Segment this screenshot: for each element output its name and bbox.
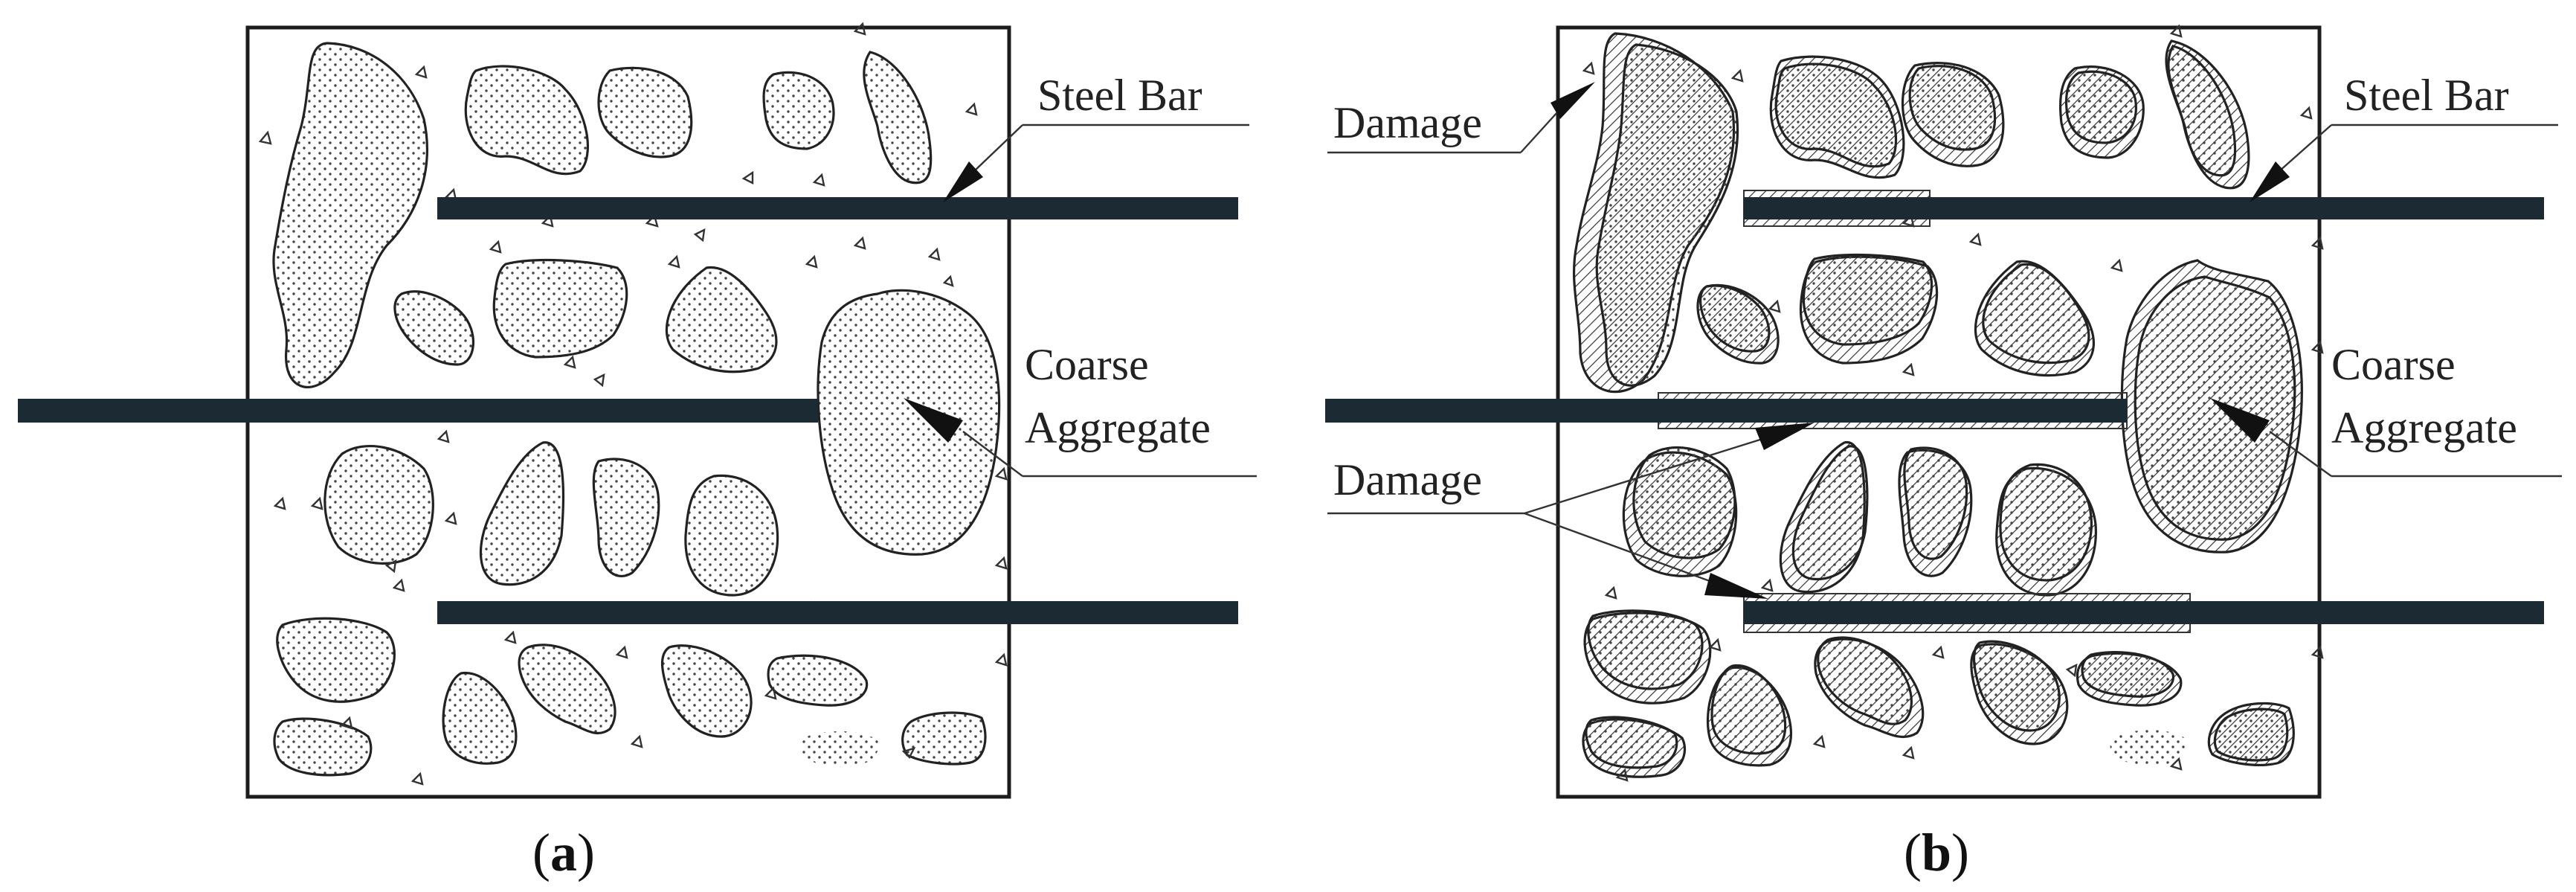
aggregate: [1710, 664, 1787, 755]
aggregate: [1908, 65, 1997, 151]
aggregate: [660, 644, 753, 738]
aggregate: [2081, 651, 2174, 698]
damage-label-top-b: Damage: [1333, 98, 1482, 147]
steel-bars-b: [1325, 190, 2544, 633]
aggregate: [1595, 43, 1739, 387]
aggregate: [1587, 609, 1704, 690]
aggregate: [592, 458, 660, 578]
aggregate: [272, 42, 428, 388]
aggregate: [901, 711, 987, 766]
pointer-arrowhead: [1551, 82, 1595, 119]
steel-bar-label-a: Steel Bar: [1037, 71, 1202, 120]
steel-bar-label-b: Steel Bar: [2344, 71, 2509, 120]
coarse-aggregates-a: [272, 42, 1001, 777]
aggregate: [2213, 707, 2289, 762]
aggregate: [1999, 463, 2093, 582]
damage-label-mid-b: Damage: [1333, 455, 1482, 504]
aggregate: [1585, 716, 1678, 769]
aggregate-faint: [2110, 730, 2186, 766]
callout-steel-bar-b: Steel Bar: [2250, 71, 2558, 202]
aggregate: [684, 474, 779, 597]
aggregate: [1982, 263, 2090, 365]
steel-bar-bottom-b: [1744, 601, 2544, 624]
aggregate: [518, 644, 616, 734]
callout-coarse-aggregate-a: Coarse Aggregate: [904, 340, 1257, 478]
pointer-arrowhead: [1704, 573, 1768, 599]
callout-coarse-aggregate-b: Coarse Aggregate: [2210, 340, 2562, 478]
steel-bar-top-b: [1744, 197, 2544, 219]
aggregate: [817, 289, 1001, 556]
panel-a: Steel Bar Coarse Aggregate (a): [18, 22, 1257, 882]
aggregate: [665, 266, 778, 373]
aggregate: [1791, 445, 1869, 581]
aggregate: [762, 71, 835, 150]
steel-bar-middle-a: [18, 399, 818, 423]
callout-damage-top-b: Damage: [1327, 82, 1595, 154]
callout-damage-mid-b: Damage: [1327, 423, 1815, 599]
caption-a: (a): [532, 823, 595, 882]
aggregate: [1802, 253, 1933, 346]
aggregate: [479, 441, 565, 586]
aggregate: [2134, 275, 2296, 541]
fine-aggregates-b: [1582, 24, 2324, 782]
coarse-label-line2-a: Aggregate: [1025, 403, 1211, 452]
aggregate: [1774, 62, 1898, 168]
pointer-arrowhead: [2250, 161, 2290, 202]
aggregate: [492, 258, 628, 359]
pointer-arrowhead: [2210, 398, 2270, 443]
aggregate: [464, 65, 589, 176]
steel-bar-bottom-a: [437, 601, 1238, 624]
pointer-arrowhead: [943, 161, 983, 202]
aggregate: [1817, 636, 1913, 725]
coarse-label-line1-b: Coarse: [2331, 340, 2456, 389]
aggregate: [597, 66, 693, 158]
aggregate: [273, 717, 373, 777]
steel-bar-top-a: [437, 197, 1238, 219]
pointer-arrowhead: [1755, 423, 1815, 450]
aggregate: [393, 290, 475, 366]
panel-b: Damage Steel Bar Coarse Aggregate Damage: [1325, 24, 2562, 882]
aggregate-faint: [801, 731, 879, 767]
steel-bar-middle-b: [1325, 399, 2127, 423]
aggregate: [1632, 446, 1736, 559]
aggregate: [323, 445, 434, 565]
aggregate: [863, 51, 933, 185]
callout-steel-bar-a: Steel Bar: [943, 71, 1249, 202]
caption-b: (b): [1904, 823, 1969, 882]
coarse-label-line1-a: Coarse: [1025, 340, 1149, 389]
aggregate: [276, 617, 396, 703]
steel-bars-a: [18, 197, 1238, 624]
aggregate: [2064, 70, 2137, 144]
aggregate: [442, 671, 518, 765]
damaged-aggregates-b: [1572, 32, 2303, 778]
aggregate: [1903, 446, 1968, 560]
aggregate: [2167, 45, 2237, 177]
aggregate: [1972, 640, 2061, 732]
coarse-label-line2-b: Aggregate: [2331, 403, 2517, 452]
pointer-arrowhead: [904, 398, 963, 443]
aggregate: [1699, 284, 1771, 353]
aggregate: [767, 654, 869, 707]
